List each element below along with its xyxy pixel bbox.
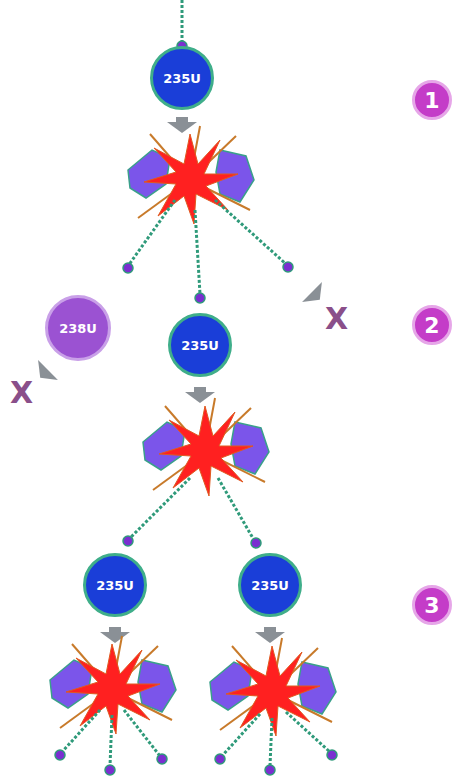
node-label: 238U (59, 321, 97, 336)
node-circle (85, 555, 146, 616)
node-label: 235U (163, 71, 201, 86)
node-label: 3 (424, 593, 439, 618)
node-circle (240, 555, 301, 616)
node-circle (414, 82, 451, 119)
uranium-235-nucleus: 235U (238, 553, 302, 617)
process-arrow (167, 117, 197, 133)
node-circle (414, 587, 451, 624)
node-circle (47, 297, 110, 360)
fission-burst (210, 638, 336, 736)
uranium-238-nucleus: 238U (45, 295, 111, 361)
callout-number: 1 (412, 80, 452, 120)
loss-arrow (30, 282, 329, 388)
callout-number: 3 (412, 585, 452, 625)
process-arrow (255, 627, 285, 643)
process-arrow (100, 627, 130, 643)
fission-burst (143, 398, 269, 496)
lost-neutron-mark: X (10, 378, 33, 408)
uranium-235-nucleus: 235U (168, 313, 232, 377)
uranium-235-nucleus: 235U (150, 46, 214, 110)
node-label: 2 (424, 313, 439, 338)
node-label: 235U (181, 338, 219, 353)
neutron-path (62, 200, 330, 766)
lost-neutron-mark: X (325, 304, 348, 334)
fission-burst (50, 636, 176, 734)
neutron-path (177, 0, 187, 51)
callout-number: 2 (412, 305, 452, 345)
node-circle (170, 315, 231, 376)
node-label: 235U (96, 578, 134, 593)
node-label: 1 (424, 88, 439, 113)
process-arrow (185, 387, 215, 403)
uranium-235-nucleus: 235U (83, 553, 147, 617)
node-circle (152, 48, 213, 109)
node-circle (414, 307, 451, 344)
node-label: 235U (251, 578, 289, 593)
fission-burst (128, 126, 254, 224)
